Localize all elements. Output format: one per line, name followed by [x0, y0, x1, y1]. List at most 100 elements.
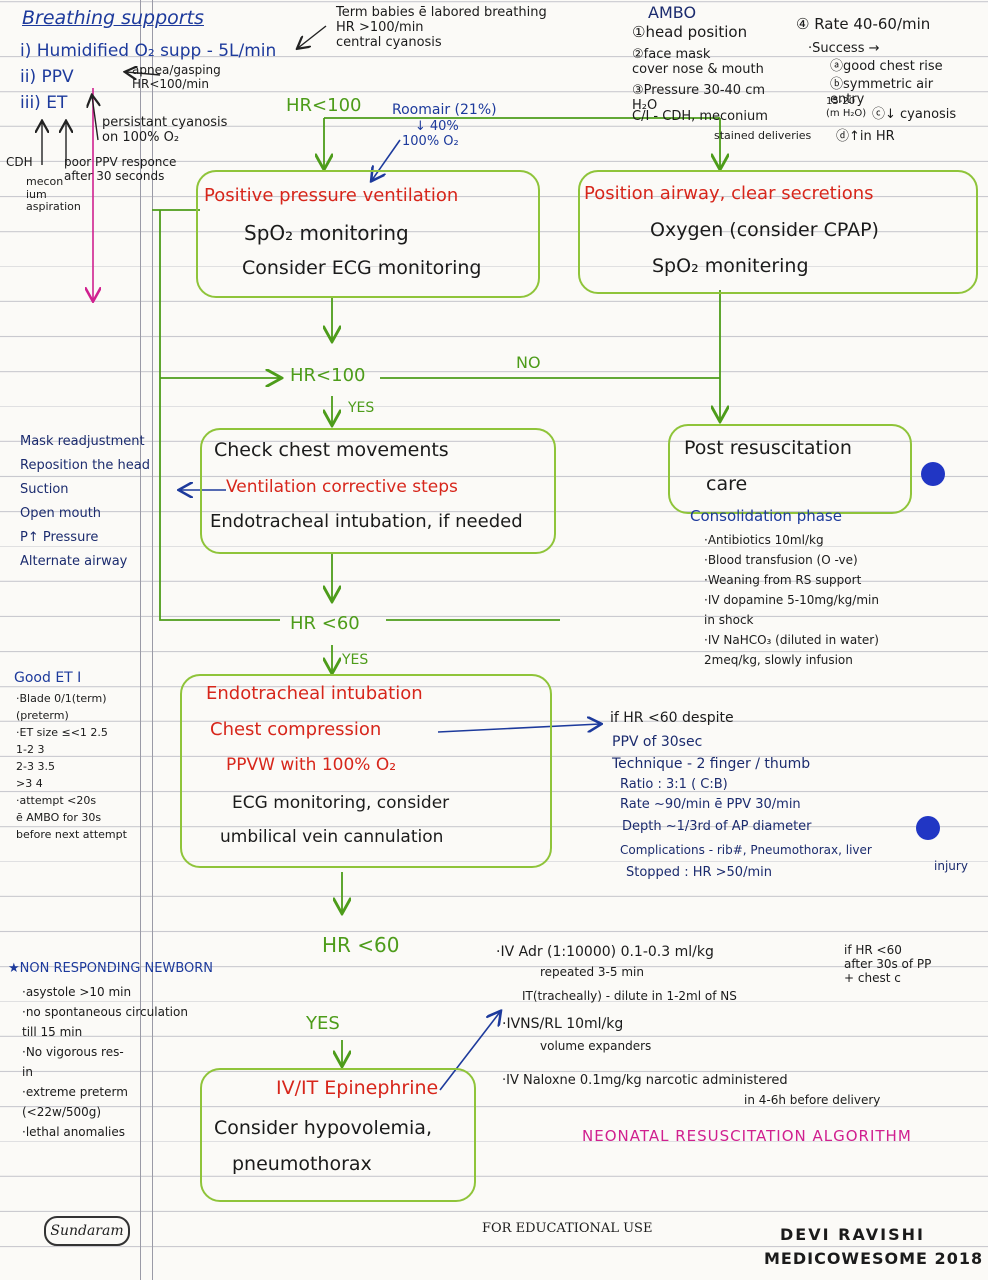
compression-technique: Technique - 2 finger / thumb — [612, 756, 811, 772]
footer-author: DEVI RAVISHI — [780, 1225, 925, 1244]
ventilation-corrective-list: Mask readjustment Reposition the head Su… — [20, 434, 150, 569]
drug-naloxone-2: in 4-6h before delivery — [744, 1093, 881, 1107]
box-endotracheal-intubation — [180, 674, 552, 868]
chest-check: Check chest movements — [214, 439, 449, 461]
et-poor-ppv: poor PPV responce after 30 seconds — [64, 155, 177, 183]
ppv-spo2: SpO₂ monitoring — [244, 221, 409, 245]
epi-hypovolemia: Consider hypovolemia, — [214, 1117, 432, 1139]
footer-site: MEDICOWESOME 2018 — [764, 1249, 984, 1268]
ambo-success-a: ⓐgood chest rise — [830, 59, 943, 74]
compression-depth: Depth ~1/3rd of AP diameter — [622, 819, 812, 834]
drug-adrenaline: ·IV Adr (1:10000) 0.1-0.3 ml/kg — [496, 944, 714, 960]
drug-adrenaline-condition: if HR <60 after 30s of PP + chest c — [844, 943, 932, 985]
margin-line-left — [140, 0, 141, 1280]
ett-chest-compression: Chest compression — [210, 719, 382, 740]
ambo-step-pressure: ③Pressure 30-40 cm H₂O — [632, 83, 766, 113]
page-title: NEONATAL RESUSCITATION ALGORITHM — [582, 1127, 912, 1145]
compression-stopped: Stopped : HR >50/min — [626, 865, 772, 880]
decision-hr-lt-60-first: HR <60 — [290, 613, 360, 634]
binder-hole-top — [921, 462, 945, 486]
post-line2: care — [706, 473, 748, 495]
compression-condition: if HR <60 despite — [610, 710, 734, 726]
connector-roomair-to-ppv — [372, 139, 401, 180]
decision-hr-lt-60-second: HR <60 — [322, 933, 400, 957]
epi-pneumothorax: pneumothorax — [232, 1153, 372, 1175]
drug-volume: volume expanders — [540, 1039, 652, 1053]
compression-complications: Complications - rib#, Pneumothorax, live… — [620, 843, 872, 857]
box-position-airway — [578, 170, 978, 294]
margin-line-right — [152, 0, 153, 1280]
roomair-oxygen: ↓ 40% 100% O₂ — [402, 119, 459, 149]
breathing-heading: Breathing supports — [22, 7, 204, 29]
connector-to-compression-notes — [437, 724, 600, 733]
binder-hole-bottom — [916, 816, 940, 840]
label-yes-3: YES — [306, 1013, 340, 1034]
chest-intubation: Endotracheal intubation, if needed — [210, 511, 523, 532]
box-epinephrine — [200, 1068, 476, 1202]
ambo-success-b: ⓑsymmetric air entry — [830, 77, 934, 107]
breathing-item-ppv: ii) PPV — [20, 67, 74, 87]
airway-spo2: SpO₂ monitering — [652, 255, 809, 277]
ambo-step-face-mask: ②face mask cover nose & mouth — [632, 47, 764, 77]
label-no: NO — [516, 353, 541, 372]
ambo-contraindications: C/I - CDH, meconium — [632, 109, 768, 124]
ett-title: Endotracheal intubation — [206, 683, 423, 704]
airway-title: Position airway, clear secretions — [584, 183, 874, 204]
arrow-ppv-notes — [126, 72, 161, 75]
ppv-title: Positive pressure ventilation — [204, 185, 459, 206]
chest-corrective: Ventilation corrective steps — [226, 477, 458, 497]
term-baby-notes: Term babies ē labored breathing HR >100/… — [336, 5, 547, 50]
ambo-success-c: ⓒ↓ cyanosis — [872, 107, 957, 122]
box-post-resuscitation — [668, 424, 912, 514]
roomair-label: Roomair (21%) — [392, 102, 497, 118]
ppv-ecg: Consider ECG monitoring — [242, 257, 482, 279]
brand-logo: Sundaram — [44, 1216, 130, 1246]
airway-oxygen: Oxygen (consider CPAP) — [650, 219, 879, 241]
nonresponding-heading: ★NON RESPONDING NEWBORN — [8, 961, 214, 976]
drug-ivns: ·IVNS/RL 10ml/kg — [502, 1016, 624, 1032]
ambo-success-d: ⓓ↑in HR — [836, 129, 895, 144]
ambo-step-head-position: ①head position — [632, 23, 748, 41]
breathing-item-humidified: i) Humidified O₂ supp - 5L/min — [20, 41, 277, 61]
arrow-et-up-3 — [92, 96, 98, 141]
ambo-heading: AMBO — [648, 3, 697, 22]
consolidation-list: ·Antibiotics 10ml/kg ·Blood transfusion … — [704, 533, 879, 667]
compression-ratio: Ratio : 3:1 ( C:B) — [620, 777, 728, 792]
ambo-success: ·Success → — [808, 41, 880, 56]
ett-ppv: PPVW with 100% O₂ — [226, 755, 397, 775]
decision-hr-lt-100-second: HR<100 — [290, 365, 366, 386]
good-et-heading: Good ET I — [14, 670, 82, 686]
ambo-pressure-alt: 15-20 (m H₂O) — [826, 96, 867, 119]
et-meconium: mecon ium aspiration — [26, 175, 81, 214]
compression-complications-2: injury — [934, 859, 968, 873]
decision-hr-lt-100-first: HR<100 — [286, 95, 362, 116]
ett-umbilical: umbilical vein cannulation — [220, 827, 444, 847]
nonresponding-list: ·asystole >10 min ·no spontaneous circul… — [22, 985, 188, 1139]
et-cyanosis-note: persistant cyanosis on 100% O₂ — [102, 115, 228, 145]
compression-rate: Rate ~90/min ē PPV 30/min — [620, 797, 801, 812]
consolidation-heading: Consolidation phase — [690, 507, 842, 525]
breathing-item-et: iii) ET — [20, 93, 68, 113]
epi-title: IV/IT Epinephrine — [276, 1077, 439, 1099]
connector-epi-to-drugs — [439, 1012, 500, 1091]
ambo-step-rate: ④ Rate 40-60/min — [796, 15, 931, 33]
label-yes-2: YES — [342, 652, 369, 668]
label-yes-1: YES — [348, 400, 375, 416]
arrow-term-notes — [298, 25, 327, 48]
et-cdh: CDH — [6, 155, 33, 169]
box-positive-pressure-ventilation — [196, 170, 540, 298]
box-check-chest-movements — [200, 428, 556, 554]
drug-it: IT(tracheally) - dilute in 1-2ml of NS — [522, 989, 737, 1003]
drug-naloxone: ·IV Naloxne 0.1mg/kg narcotic administer… — [502, 1073, 788, 1088]
ambo-contraindications-2: stained deliveries — [714, 129, 812, 142]
compression-ppv: PPV of 30sec — [612, 734, 703, 750]
connector-left-loop — [152, 209, 280, 621]
footer-educational: FOR EDUCATIONAL USE — [482, 1221, 653, 1236]
drug-repeated: repeated 3-5 min — [540, 965, 644, 979]
ppv-indications: apnea/gasping HR<100/min — [132, 63, 221, 91]
good-et-list: ·Blade 0/1(term) (preterm) ·ET size ≤<1 … — [16, 692, 127, 841]
ett-ecg: ECG monitoring, consider — [232, 793, 450, 813]
post-line1: Post resuscitation — [684, 437, 852, 459]
